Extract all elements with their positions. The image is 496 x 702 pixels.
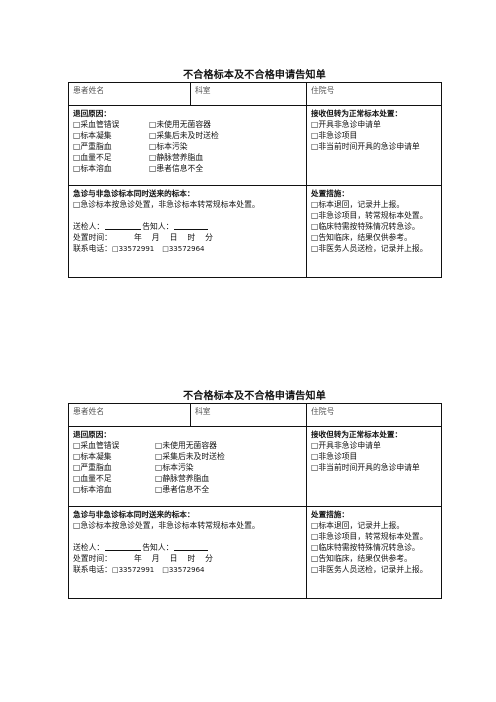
- reject-option[interactable]: □静脉营养脂血: [149, 153, 204, 162]
- reject-option[interactable]: □标本污染: [149, 142, 188, 151]
- measures-title: 处置措施：: [311, 189, 349, 198]
- normal-option[interactable]: □非急诊项目: [311, 452, 358, 461]
- time-line: 处置时间： 年月日时分: [73, 232, 303, 243]
- department-cell: 科室: [190, 82, 307, 106]
- reject-option[interactable]: □患者信息不全: [149, 164, 204, 173]
- notifier-blank[interactable]: [174, 221, 209, 230]
- notifier-blank[interactable]: [174, 542, 209, 551]
- patient-name-cell: 患者姓名: [68, 82, 191, 106]
- sender-label: 送检人：: [73, 543, 105, 552]
- normal-option[interactable]: □非当前时间开具的急诊申请单: [311, 463, 420, 472]
- measure-option[interactable]: □非急诊项目，转常规标本处置。: [311, 211, 428, 220]
- measure-option[interactable]: □非急诊项目，转常规标本处置。: [311, 532, 428, 541]
- measure-option[interactable]: □告知临床，结果仅供参考。: [311, 554, 412, 563]
- month-label: 月: [151, 233, 160, 242]
- mixed-title: 急诊与非急诊标本同时送来的标本：: [73, 510, 195, 519]
- hour-label: 时: [187, 554, 196, 563]
- reject-option[interactable]: □采血管错误: [73, 441, 120, 450]
- normal-option[interactable]: □非当前时间开具的急诊申请单: [311, 142, 420, 151]
- reject-option[interactable]: □严重脂血: [73, 142, 112, 151]
- measure-option[interactable]: □标本退回，记录并上报。: [311, 521, 405, 530]
- phone-line: 联系电话：□33572991 □33572964: [73, 243, 303, 255]
- phone-option-1[interactable]: □33572991: [111, 245, 155, 253]
- normal-option[interactable]: □开具非急诊申请单: [311, 441, 381, 450]
- mixed-title: 急诊与非急诊标本同时送来的标本：: [73, 189, 195, 198]
- reject-option[interactable]: □标本凝集: [73, 452, 112, 461]
- phone-line: 联系电话：□33572991 □33572964: [73, 564, 303, 576]
- reject-option[interactable]: □未使用无菌容器: [155, 441, 217, 450]
- reject-option[interactable]: □采血管错误: [73, 120, 120, 129]
- reject-option[interactable]: □未使用无菌容器: [149, 120, 211, 129]
- measure-option[interactable]: □非医务人员送检，记录并上报。: [311, 244, 428, 253]
- normal-title: 接收但转为正常标本处置：: [311, 430, 403, 439]
- measure-option[interactable]: □临床特需按特殊情况转急诊。: [311, 543, 420, 552]
- phone-label: 联系电话：: [73, 565, 112, 574]
- time-label: 处置时间：: [73, 554, 112, 563]
- measures-title: 处置措施：: [311, 510, 349, 519]
- reject-option[interactable]: □采集后未及时送检: [149, 131, 219, 140]
- form-title: 不合格标本及不合格申请告知单: [183, 391, 326, 402]
- measures-cell: 处置措施： □标本退回，记录并上报。 □非急诊项目，转常规标本处置。 □临床特需…: [306, 506, 442, 599]
- reject-reason-cell: 退回原因： □采血管错误 □未使用无菌容器 □标本凝集 □采集后未及时送检 □严…: [68, 426, 307, 507]
- bed-no-cell: 住院号: [306, 403, 442, 427]
- mixed-text[interactable]: □急诊标本按急诊处置，非急诊标本转常规标本处置。: [73, 521, 260, 530]
- measure-option[interactable]: □临床特需按特殊情况转急诊。: [311, 222, 420, 231]
- bed-no-cell: 住院号: [306, 82, 442, 106]
- reject-option[interactable]: □标本溶血: [73, 164, 112, 173]
- measure-option[interactable]: □标本退回，记录并上报。: [311, 200, 405, 209]
- year-label: 年: [133, 233, 142, 242]
- reject-option[interactable]: □血量不足: [73, 153, 112, 162]
- normal-title: 接收但转为正常标本处置：: [311, 109, 403, 118]
- reject-option[interactable]: □标本污染: [155, 463, 194, 472]
- reject-reason-cell: 退回原因： □采血管错误 □未使用无菌容器 □标本凝集 □采集后未及时送检 □严…: [68, 105, 307, 186]
- phone-label: 联系电话：: [73, 244, 112, 253]
- time-label: 处置时间：: [73, 233, 112, 242]
- reject-option[interactable]: □采集后未及时送检: [155, 452, 225, 461]
- reject-title: 退回原因：: [73, 109, 111, 118]
- year-label: 年: [133, 554, 142, 563]
- measure-option[interactable]: □告知临床，结果仅供参考。: [311, 233, 412, 242]
- minute-label: 分: [205, 554, 213, 563]
- time-line: 处置时间： 年月日时分: [73, 553, 303, 564]
- measures-cell: 处置措施： □标本退回，记录并上报。 □非急诊项目，转常规标本处置。 □临床特需…: [306, 185, 442, 278]
- phone-option-1[interactable]: □33572991: [111, 566, 155, 574]
- reject-option[interactable]: □标本凝集: [73, 131, 112, 140]
- phone-option-2[interactable]: □33572964: [162, 245, 205, 253]
- phone-option-2[interactable]: □33572964: [162, 566, 205, 574]
- reject-option[interactable]: □严重脂血: [73, 463, 112, 472]
- normal-option[interactable]: □非急诊项目: [311, 131, 358, 140]
- department-cell: 科室: [190, 403, 307, 427]
- reject-options: □采血管错误 □未使用无菌容器 □标本凝集 □采集后未及时送检 □严重脂血 □标…: [73, 119, 303, 174]
- measure-option[interactable]: □非医务人员送检，记录并上报。: [311, 565, 428, 574]
- reject-title: 退回原因：: [73, 430, 111, 439]
- reject-options: □采血管错误 □未使用无菌容器 □标本凝集 □采集后未及时送检 □严重脂血 □标…: [73, 440, 303, 495]
- mixed-text[interactable]: □急诊标本按急诊处置，非急诊标本转常规标本处置。: [73, 200, 260, 209]
- reject-option[interactable]: □血量不足: [73, 474, 112, 483]
- patient-name-cell: 患者姓名: [68, 403, 191, 427]
- reject-option[interactable]: □静脉营养脂血: [155, 474, 210, 483]
- normal-handling-cell: 接收但转为正常标本处置： □开具非急诊申请单 □非急诊项目 □非当前时间开具的急…: [306, 105, 442, 186]
- signature-line: 送检人： 告知人：: [73, 542, 303, 553]
- sender-label: 送检人：: [73, 222, 105, 231]
- notifier-label: 告知人：: [142, 543, 174, 552]
- sender-blank[interactable]: [105, 221, 142, 230]
- day-label: 日: [169, 233, 178, 242]
- hour-label: 时: [187, 233, 196, 242]
- normal-handling-cell: 接收但转为正常标本处置： □开具非急诊申请单 □非急诊项目 □非当前时间开具的急…: [306, 426, 442, 507]
- normal-option[interactable]: □开具非急诊申请单: [311, 120, 381, 129]
- notice-table: 患者姓名 科室 住院号 退回原因： □采血管错误 □未使用无菌容器 □标本凝集 …: [68, 403, 442, 599]
- reject-option[interactable]: □患者信息不全: [155, 485, 210, 494]
- mixed-sample-cell: 急诊与非急诊标本同时送来的标本： □急诊标本按急诊处置，非急诊标本转常规标本处置…: [68, 185, 307, 278]
- notifier-label: 告知人：: [142, 222, 174, 231]
- form-title: 不合格标本及不合格申请告知单: [183, 70, 326, 81]
- day-label: 日: [169, 554, 178, 563]
- reject-option[interactable]: □标本溶血: [73, 485, 112, 494]
- month-label: 月: [151, 554, 160, 563]
- notice-table: 患者姓名 科室 住院号 退回原因： □采血管错误 □未使用无菌容器 □标本凝集 …: [68, 82, 442, 278]
- mixed-sample-cell: 急诊与非急诊标本同时送来的标本： □急诊标本按急诊处置，非急诊标本转常规标本处置…: [68, 506, 307, 599]
- signature-line: 送检人： 告知人：: [73, 221, 303, 232]
- sender-blank[interactable]: [105, 542, 142, 551]
- minute-label: 分: [205, 233, 213, 242]
